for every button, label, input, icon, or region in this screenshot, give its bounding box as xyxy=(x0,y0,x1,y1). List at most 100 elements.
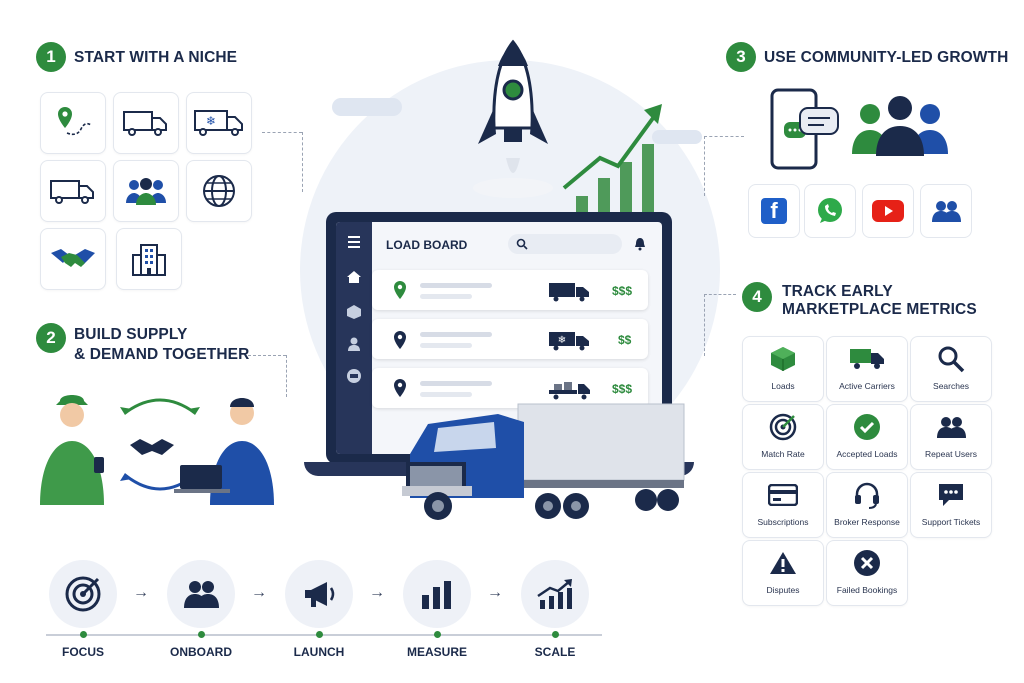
box-truck-icon xyxy=(549,283,589,302)
metric-failed-bookings[interactable]: Failed Bookings xyxy=(826,540,908,606)
row-price: $$ xyxy=(618,333,632,347)
truck-icon xyxy=(850,349,884,369)
refrigerated-truck-icon: ❄ xyxy=(194,110,243,136)
metric-active-carriers[interactable]: Active Carriers xyxy=(826,336,908,402)
flow-step-scale[interactable] xyxy=(521,560,589,628)
flow-dot xyxy=(198,631,205,638)
metric-label: Failed Bookings xyxy=(836,585,898,595)
x-circle-icon xyxy=(854,550,880,576)
step-1-title: START WITH A NICHE xyxy=(74,49,238,66)
metric-label: Subscriptions xyxy=(757,517,809,527)
row-placeholder-line xyxy=(420,294,472,299)
flow-label: SCALE xyxy=(534,645,576,659)
flow-dot xyxy=(80,631,87,638)
metric-support-tickets[interactable]: Support Tickets xyxy=(910,472,992,538)
metric-loads[interactable]: Loads xyxy=(742,336,824,402)
bell-icon[interactable] xyxy=(634,237,646,251)
credit-card-icon xyxy=(768,484,798,506)
home-icon[interactable] xyxy=(346,270,362,284)
load-row[interactable] xyxy=(372,368,648,408)
truck-nav-icon[interactable] xyxy=(346,368,362,384)
chat-bubble-icon xyxy=(939,484,963,506)
group-button[interactable] xyxy=(920,184,972,238)
niche-tile-building[interactable] xyxy=(116,228,182,290)
row-placeholder-line xyxy=(420,283,492,288)
flow-step-onboard[interactable] xyxy=(167,560,235,628)
metric-subscriptions[interactable]: Subscriptions xyxy=(742,472,824,538)
niche-tile-community[interactable] xyxy=(113,160,179,222)
step-1-number: 1 xyxy=(46,47,56,66)
facebook-button[interactable]: f xyxy=(748,184,800,238)
step-3-badge: 3 xyxy=(726,42,756,72)
niche-tile-route[interactable] xyxy=(40,92,106,154)
growth-chart-icon xyxy=(537,579,572,609)
whatsapp-button[interactable] xyxy=(804,184,856,238)
search-icon xyxy=(516,238,528,250)
target-icon xyxy=(769,413,797,441)
user-icon[interactable] xyxy=(346,336,362,352)
step-2-title-line1: BUILD SUPPLY xyxy=(74,326,188,343)
globe-icon xyxy=(203,175,235,207)
flow-arrow-icon: → xyxy=(133,584,149,601)
users-icon xyxy=(184,581,219,608)
load-row[interactable] xyxy=(372,319,648,359)
flow-dot xyxy=(316,631,323,638)
row-price: $$$ xyxy=(612,284,633,298)
whatsapp-icon xyxy=(818,198,842,223)
metric-match-rate[interactable]: Match Rate xyxy=(742,404,824,470)
bar-chart-icon xyxy=(422,581,451,609)
metric-repeat-users[interactable]: Repeat Users xyxy=(910,404,992,470)
location-pin-icon xyxy=(394,379,406,397)
flow-arrow-icon: → xyxy=(251,584,267,601)
box-truck-icon xyxy=(123,111,167,136)
step-4-title-line1: TRACK EARLY xyxy=(782,283,893,300)
phone-chat-illustration xyxy=(770,88,839,170)
niche-tile-globe[interactable] xyxy=(186,160,252,222)
route-icon xyxy=(58,107,92,136)
building-icon xyxy=(132,244,166,276)
step-1-badge: 1 xyxy=(36,42,66,72)
metric-searches[interactable]: Searches xyxy=(910,336,992,402)
row-price: $$$ xyxy=(612,382,633,396)
flow-step-launch[interactable] xyxy=(285,560,353,628)
metric-label: Match Rate xyxy=(761,449,805,459)
youtube-button[interactable] xyxy=(862,184,914,238)
facebook-icon: f xyxy=(761,198,787,224)
metric-label: Active Carriers xyxy=(839,381,895,391)
load-row[interactable] xyxy=(372,270,648,310)
megaphone-icon xyxy=(305,582,335,607)
growth-chart-illustration xyxy=(562,104,662,216)
connector-step1-v xyxy=(302,132,303,192)
community-group-illustration xyxy=(852,96,948,156)
metric-label: Loads xyxy=(771,381,795,391)
metric-accepted-loads[interactable]: Accepted Loads xyxy=(826,404,908,470)
box-icon[interactable] xyxy=(346,304,362,320)
step-2-title-line2: & DEMAND TOGETHER xyxy=(74,346,250,363)
menu-icon[interactable] xyxy=(348,236,360,248)
niche-tile-flatbed[interactable] xyxy=(40,160,106,222)
flow-label: FOCUS xyxy=(62,645,104,659)
flow-step-measure[interactable] xyxy=(403,560,471,628)
refrigerated-truck-icon: ❄ xyxy=(549,332,589,351)
metric-broker-response[interactable]: Broker Response xyxy=(826,472,908,538)
headset-icon xyxy=(855,482,879,509)
connector-step1 xyxy=(262,132,302,133)
metric-label: Disputes xyxy=(766,585,800,595)
metric-disputes[interactable]: Disputes xyxy=(742,540,824,606)
row-placeholder-line xyxy=(420,381,492,386)
target-icon xyxy=(65,576,101,612)
load-board-search[interactable] xyxy=(508,234,622,254)
flow-dot xyxy=(434,631,441,638)
connector-step4-v xyxy=(704,294,705,356)
flow-step-focus[interactable] xyxy=(49,560,117,628)
youtube-icon xyxy=(872,200,904,222)
niche-tile-handshake[interactable] xyxy=(40,228,106,290)
step-2-number: 2 xyxy=(46,328,56,347)
rocket-illustration xyxy=(473,39,553,198)
location-pin-icon xyxy=(394,281,406,299)
niche-tile-box-truck[interactable] xyxy=(113,92,179,154)
location-pin-icon xyxy=(394,331,406,349)
niche-tile-refrigerated[interactable]: ❄ xyxy=(186,92,252,154)
cube-icon xyxy=(771,347,795,371)
driver-figure xyxy=(40,395,104,505)
